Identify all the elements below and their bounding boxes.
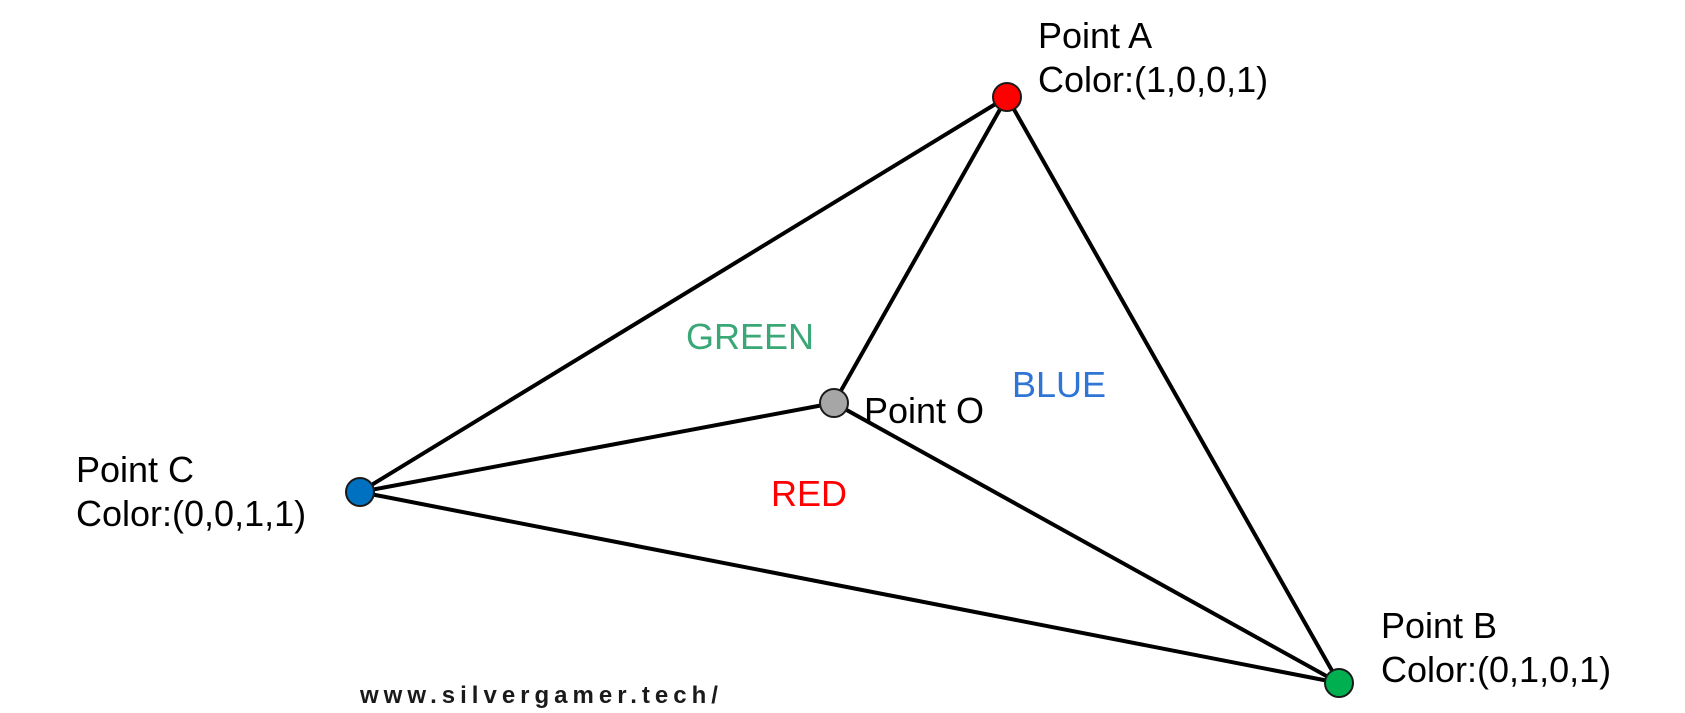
point-c-name: Point C bbox=[76, 449, 194, 490]
point-b-name: Point B bbox=[1381, 605, 1497, 646]
point-o-marker bbox=[819, 388, 849, 418]
edge-ca bbox=[358, 95, 1009, 494]
point-b-color-label: Color:(0,1,0,1) bbox=[1381, 649, 1611, 690]
point-c-marker bbox=[345, 477, 375, 507]
point-c-color-label: Color:(0,0,1,1) bbox=[76, 493, 306, 534]
edge-cb bbox=[358, 490, 1341, 685]
watermark-text: www.silvergamer.tech/ bbox=[359, 682, 723, 709]
edge-ab bbox=[1005, 95, 1341, 685]
point-a-name: Point A bbox=[1038, 15, 1152, 56]
point-o-name: Point O bbox=[864, 390, 984, 431]
region-green-label: GREEN bbox=[686, 316, 814, 357]
edge-oa bbox=[832, 95, 1009, 405]
edge-ob bbox=[832, 401, 1341, 685]
point-b-marker bbox=[1324, 668, 1354, 698]
region-red-label: RED bbox=[771, 473, 847, 514]
point-a-color-label: Color:(1,0,0,1) bbox=[1038, 59, 1268, 100]
point-a-marker bbox=[992, 82, 1022, 112]
edge-oc bbox=[358, 401, 836, 494]
region-blue-label: BLUE bbox=[1012, 364, 1106, 405]
